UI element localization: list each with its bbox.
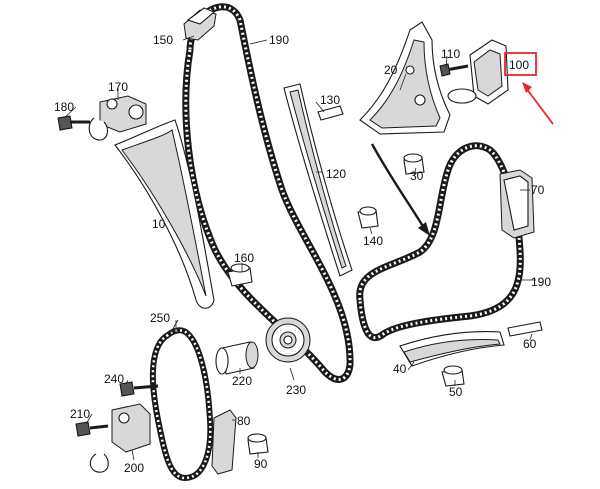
label-100: 100 bbox=[509, 58, 529, 72]
label-200: 200 bbox=[124, 461, 144, 475]
label-160: 160 bbox=[234, 251, 254, 265]
upper-timing-chain bbox=[182, 3, 354, 383]
label-80: 80 bbox=[237, 414, 251, 428]
label-130: 130 bbox=[320, 93, 340, 107]
bushing-220 bbox=[215, 341, 259, 375]
label-190-top: 190 bbox=[269, 33, 289, 47]
label-240: 240 bbox=[104, 372, 124, 386]
label-70: 70 bbox=[531, 183, 545, 197]
slide-rail-80 bbox=[211, 409, 237, 475]
tensioning-rail-10 bbox=[114, 119, 215, 309]
bolt-240 bbox=[119, 381, 159, 397]
bolt-110 bbox=[439, 63, 469, 77]
label-190-right: 190 bbox=[531, 275, 551, 289]
bolt-50 bbox=[441, 365, 465, 387]
sprocket-230 bbox=[265, 317, 311, 363]
label-170: 170 bbox=[108, 80, 128, 94]
label-250: 250 bbox=[150, 311, 170, 325]
highlight-arrow-line bbox=[525, 87, 554, 125]
guide-bracket-20 bbox=[359, 21, 451, 135]
slide-rail-70 bbox=[499, 169, 535, 239]
chain-tensioner-100 bbox=[447, 39, 509, 105]
label-50: 50 bbox=[449, 385, 463, 399]
guide-rail-120 bbox=[283, 83, 353, 277]
assembly-arrowhead bbox=[418, 222, 430, 236]
guide-rail-40 bbox=[399, 331, 505, 367]
bolt-160 bbox=[227, 263, 253, 287]
label-140: 140 bbox=[363, 234, 383, 248]
label-90: 90 bbox=[254, 457, 268, 471]
label-10: 10 bbox=[152, 217, 166, 231]
bolt-140 bbox=[357, 206, 379, 229]
oil-pump-chain bbox=[149, 327, 214, 481]
tensioner-200 bbox=[89, 403, 151, 473]
label-40: 40 bbox=[393, 362, 407, 376]
label-120: 120 bbox=[326, 167, 346, 181]
label-210: 210 bbox=[70, 407, 90, 421]
chain-tensioner-170 bbox=[88, 95, 147, 141]
bolt-90 bbox=[247, 433, 269, 455]
lower-timing-chain bbox=[356, 142, 524, 341]
label-150: 150 bbox=[153, 33, 173, 47]
assembly-arrow bbox=[370, 143, 426, 229]
label-20: 20 bbox=[384, 63, 398, 77]
highlight-arrowhead bbox=[522, 82, 532, 93]
label-230: 230 bbox=[286, 383, 306, 397]
bolt-180 bbox=[57, 115, 90, 131]
label-220: 220 bbox=[232, 374, 252, 388]
label-60: 60 bbox=[523, 337, 537, 351]
pin-60 bbox=[507, 321, 543, 337]
highlight-box-100 bbox=[504, 52, 537, 76]
bolt-30 bbox=[403, 153, 425, 175]
guide-150 bbox=[183, 7, 217, 41]
bolt-210 bbox=[75, 421, 109, 437]
label-180: 180 bbox=[54, 100, 74, 114]
label-30: 30 bbox=[410, 169, 424, 183]
label-110: 110 bbox=[441, 47, 460, 61]
pin-130 bbox=[317, 105, 344, 121]
